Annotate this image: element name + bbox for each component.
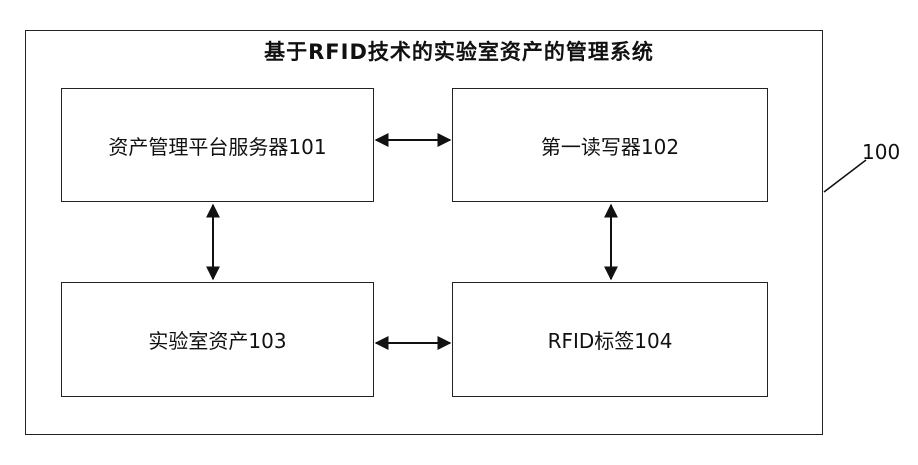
reference-leader-line [824, 160, 866, 192]
